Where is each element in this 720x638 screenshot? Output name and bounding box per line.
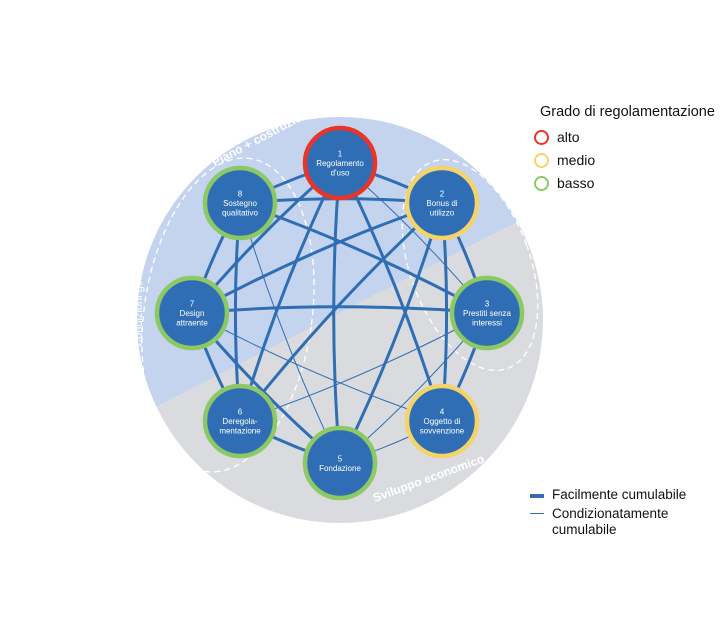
legend-edge-weak: Condizionatamente cumulabile: [530, 506, 702, 538]
node-4-label-line: sovvenzione: [420, 427, 465, 436]
node-1-circle: [302, 125, 378, 201]
node-3-label-line: interessi: [472, 319, 502, 328]
node-7-label-line: attraente: [176, 319, 208, 328]
legend-label-strong: Facilmente cumulabile: [552, 487, 687, 502]
node-2-circle: [404, 165, 480, 241]
legend-title: Grado di regolamentazione: [540, 104, 715, 120]
node-4-number: 4: [440, 408, 445, 417]
node-2-label-line: utilizzo: [430, 209, 455, 218]
legend-ring-medio: [534, 152, 549, 168]
legend-item-basso: basso: [534, 174, 594, 192]
node-8-number: 8: [238, 190, 243, 199]
edge-1-5: [332, 161, 342, 465]
node-7-number: 7: [190, 300, 195, 309]
node-7-circle: [154, 275, 230, 351]
legend-ring-basso: [534, 175, 549, 191]
node-4-label-line: Oggetto di: [424, 417, 461, 426]
node-1-label-line: d'uso: [331, 169, 350, 178]
legend-item-medio: medio: [534, 151, 595, 169]
node-3-label-line: Prestiti senza: [463, 309, 512, 318]
node-6-circle: [202, 383, 278, 459]
node-2-number: 2: [440, 190, 445, 199]
node-5-number: 5: [338, 454, 343, 463]
legend-item-alto: alto: [534, 128, 580, 146]
legend-label-basso: basso: [557, 175, 595, 191]
node-6-label-line: Deregola-: [222, 417, 257, 426]
weak-edge-swatch: [530, 513, 544, 514]
legend-label-alto: alto: [557, 129, 580, 145]
node-8-circle: [202, 165, 278, 241]
left-group-label: Condizioni generali: [133, 253, 145, 347]
strong-edge-swatch: [530, 494, 544, 498]
node-7-label-line: Design: [180, 309, 205, 318]
legend-ring-alto: [534, 129, 549, 145]
legend-label-medio: medio: [557, 152, 596, 168]
node-6-label-line: mentazione: [219, 427, 261, 436]
legend-label-weak: Condizionatamente cumulabile: [552, 506, 669, 537]
left-group-outline: [141, 157, 315, 473]
node-3-number: 3: [485, 300, 490, 309]
node-3-circle: [449, 275, 525, 351]
node-2-label-line: Bonus di: [426, 199, 457, 208]
node-5-label-line: Fondazione: [319, 464, 361, 473]
node-1-label-line: Regolamento: [316, 159, 364, 168]
node-6-number: 6: [238, 408, 243, 417]
node-5-circle: [302, 425, 378, 501]
legend-edge-strong: Facilmente cumulabile: [530, 487, 686, 503]
node-8-label-line: Sostegno: [223, 199, 257, 208]
node-8-label-line: qualitativo: [222, 209, 259, 218]
edge-3-7: [190, 305, 489, 315]
node-1-number: 1: [338, 150, 343, 159]
node-4-circle: [404, 383, 480, 459]
